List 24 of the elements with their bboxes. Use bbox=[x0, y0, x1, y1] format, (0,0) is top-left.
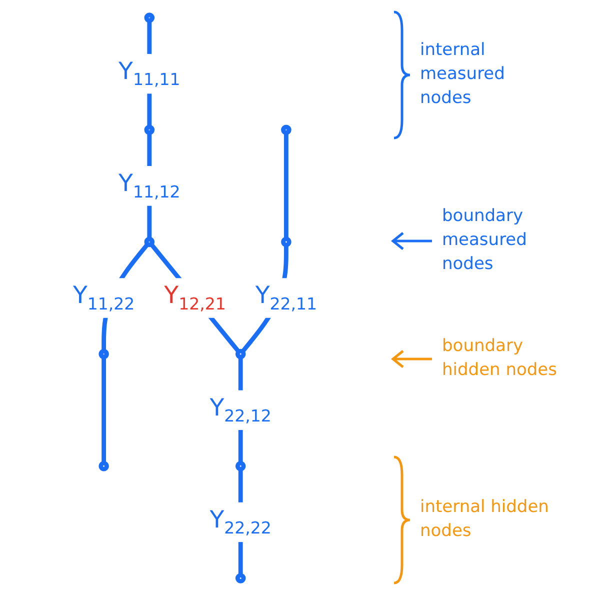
node-circle bbox=[98, 460, 109, 472]
annotation-text: internal hidden nodes bbox=[420, 496, 550, 543]
connector bbox=[150, 242, 240, 354]
node-circle bbox=[235, 573, 246, 584]
edge-label: Y$_{12,21}$ bbox=[164, 281, 226, 314]
node-circle bbox=[144, 124, 155, 136]
edge-label: Y$_{22,12}$ bbox=[210, 393, 272, 426]
edge-label: Y$_{11,22}$ bbox=[72, 281, 135, 314]
connector bbox=[284, 132, 288, 239]
node-circle bbox=[144, 12, 155, 23]
node-circle bbox=[144, 236, 155, 248]
annotation-text: boundary measured nodes bbox=[442, 205, 528, 276]
edge-label: Y$_{22,22}$ bbox=[210, 505, 272, 538]
edge-label: Y$_{11,12}$ bbox=[118, 168, 180, 202]
connector bbox=[102, 357, 106, 464]
node-circle bbox=[281, 236, 292, 248]
node-circle bbox=[281, 124, 292, 136]
edge-label: Y$_{11,11}$ bbox=[118, 56, 180, 90]
edge-label: Y$_{22,11}$ bbox=[255, 281, 318, 314]
annotation-text: boundary hidden nodes bbox=[442, 335, 558, 382]
node-circle bbox=[235, 460, 246, 472]
annotation-text: internal measured nodes bbox=[420, 39, 506, 110]
node-circle bbox=[235, 348, 246, 360]
node-circle bbox=[98, 348, 109, 360]
